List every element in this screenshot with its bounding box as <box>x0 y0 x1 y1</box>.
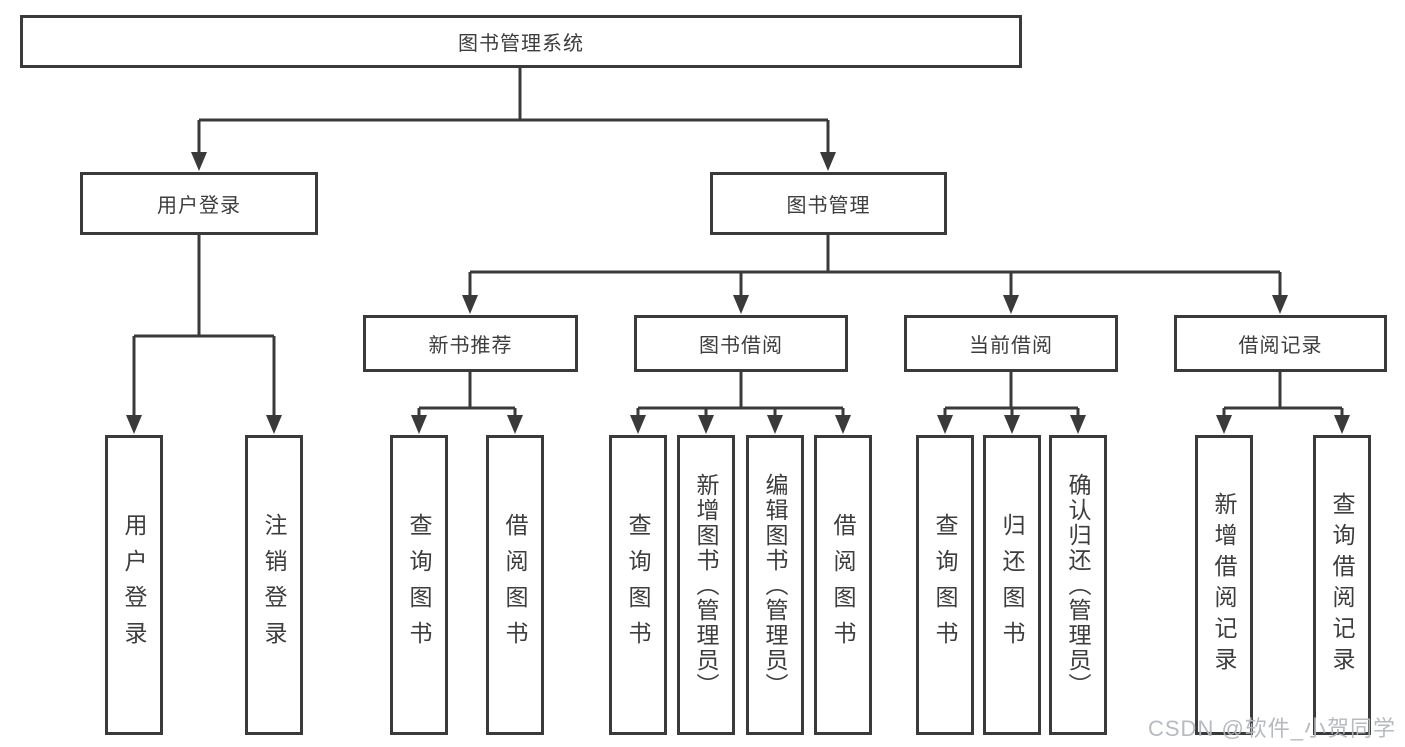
leaf-confirm-return-admin-label: 确认归还（管理员） <box>1065 472 1091 698</box>
node-current-borrow-label: 当前借阅 <box>969 335 1053 357</box>
leaf-confirm-return-admin: 确认归还（管理员） <box>1049 435 1107 735</box>
node-new-book-recommend-label: 新书推荐 <box>428 335 513 357</box>
leaf-return-books-label: 归还图书 <box>999 513 1025 657</box>
leaf-recommend-query-books-label: 查询图书 <box>406 513 432 657</box>
leaf-recommend-borrow-books: 借阅图书 <box>486 435 544 735</box>
leaf-logout-label: 注销登录 <box>261 513 287 657</box>
leaf-borrow-query-books: 查询图书 <box>609 435 667 735</box>
leaf-query-borrow-record-label: 查询借阅记录 <box>1329 492 1355 678</box>
node-root-label: 图书管理系统 <box>458 33 584 55</box>
node-book-management-label: 图书管理 <box>786 195 871 217</box>
leaf-logout: 注销登录 <box>245 435 303 735</box>
leaf-add-book-admin-label: 新增图书（管理员） <box>693 472 719 698</box>
leaf-borrow-query-books-label: 查询图书 <box>625 513 651 657</box>
leaf-edit-book-admin-label: 编辑图书（管理员） <box>762 472 788 698</box>
leaf-add-borrow-record-label: 新增借阅记录 <box>1211 492 1237 678</box>
node-book-management: 图书管理 <box>710 172 947 235</box>
node-borrow-records: 借阅记录 <box>1174 315 1387 372</box>
node-borrow-records-label: 借阅记录 <box>1238 335 1323 357</box>
leaf-recommend-query-books: 查询图书 <box>390 435 448 735</box>
node-new-book-recommend: 新书推荐 <box>363 315 578 372</box>
leaf-add-book-admin: 新增图书（管理员） <box>677 435 735 735</box>
leaf-add-borrow-record: 新增借阅记录 <box>1195 435 1253 735</box>
csdn-watermark: CSDN @软件_小贺同学 <box>1148 716 1397 741</box>
leaf-user-login: 用户登录 <box>105 435 163 735</box>
leaf-user-login-label: 用户登录 <box>121 513 147 657</box>
leaf-edit-book-admin: 编辑图书（管理员） <box>746 435 804 735</box>
leaf-borrow-books: 借阅图书 <box>814 435 872 735</box>
leaf-borrow-books-label: 借阅图书 <box>830 513 856 657</box>
node-user-login: 用户登录 <box>80 172 318 235</box>
leaf-recommend-borrow-books-label: 借阅图书 <box>502 513 528 657</box>
node-root: 图书管理系统 <box>20 15 1022 68</box>
node-current-borrow: 当前借阅 <box>904 315 1118 372</box>
node-book-borrow: 图书借阅 <box>634 315 848 372</box>
node-user-login-label: 用户登录 <box>157 195 241 217</box>
leaf-current-query-books-label: 查询图书 <box>932 513 958 657</box>
leaf-query-borrow-record: 查询借阅记录 <box>1313 435 1371 735</box>
leaf-return-books: 归还图书 <box>983 435 1041 735</box>
node-book-borrow-label: 图书借阅 <box>699 335 783 357</box>
leaf-current-query-books: 查询图书 <box>916 435 974 735</box>
